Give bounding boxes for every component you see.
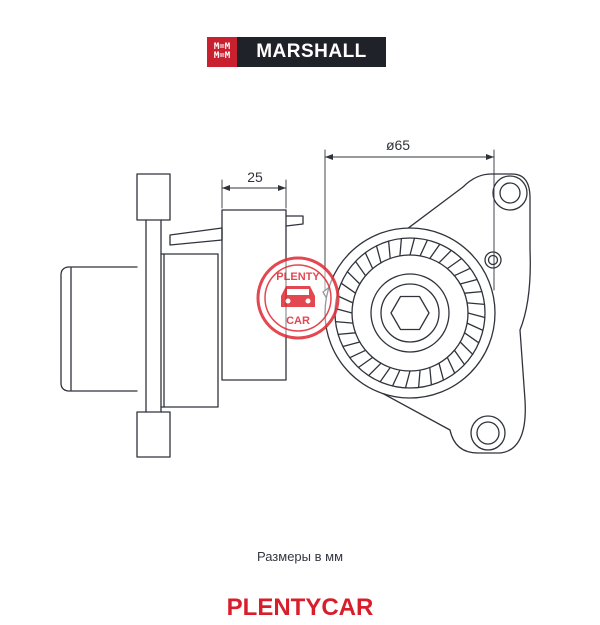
- pulley-rib: [349, 349, 367, 359]
- pulley-rib: [466, 302, 486, 306]
- logo-name: MARSHALL: [256, 41, 367, 62]
- top-mount-hole: [499, 182, 521, 204]
- center-hex-bolt: [390, 295, 430, 331]
- pulley-rib: [453, 349, 466, 366]
- pulley-rib: [364, 252, 374, 270]
- tensioner-bracket: [322, 173, 531, 454]
- pulley-rib: [399, 237, 403, 257]
- pulley-rib: [467, 312, 486, 319]
- side-top-bolt: [136, 173, 171, 221]
- dimension-diameter-label: ø65: [386, 137, 410, 153]
- pulley-rib: [463, 290, 483, 294]
- marshall-logo-mark: M=M M=M: [207, 37, 237, 67]
- dimension-arrows: [222, 154, 494, 191]
- brand-footer: PLENTYCAR: [226, 594, 374, 621]
- top-mount-boss: [492, 175, 528, 211]
- plentycar-watermark: PLENTY CAR: [256, 256, 340, 340]
- pulley-bearing-inner: [380, 283, 440, 343]
- logo-mark-bottom: M=M: [213, 51, 231, 61]
- pulley-rib: [463, 332, 480, 344]
- side-pin: [285, 215, 304, 227]
- pulley-rib: [417, 369, 421, 389]
- pulley-rib: [340, 282, 357, 294]
- pulley-hub-ring: [351, 254, 469, 372]
- pulley-rib: [334, 320, 354, 324]
- dimension-width-label: 25: [247, 169, 263, 185]
- watermark-bottom-text: CAR: [286, 315, 310, 327]
- pulley-rib: [346, 271, 361, 285]
- pulley-rib: [337, 332, 357, 336]
- pulley-rib: [375, 245, 382, 264]
- pulley-rib: [419, 239, 429, 257]
- pulley-rib: [438, 249, 452, 264]
- pulley-rib: [387, 240, 391, 260]
- dimensions-caption: Размеры в мм: [256, 549, 344, 564]
- pulley-rib: [404, 370, 411, 389]
- pulley-rib: [459, 278, 478, 285]
- pulley-rib: [446, 356, 456, 374]
- pulley-rib: [429, 243, 441, 260]
- pulley-rib: [446, 257, 463, 270]
- pulley-rib: [438, 362, 445, 381]
- logo-mark-top: M=M: [213, 42, 231, 52]
- pulley-outer-rim: [324, 227, 496, 399]
- pulley-bearing-outer: [370, 273, 450, 353]
- watermark-top-text: PLENTY: [276, 271, 320, 283]
- pulley-ribs: [334, 237, 486, 389]
- pulley-rib: [409, 237, 416, 256]
- pulley-rib: [453, 267, 471, 277]
- bottom-mount-boss: [470, 415, 506, 451]
- side-bottom-bolt: [136, 411, 171, 458]
- pulley-rib: [466, 322, 484, 332]
- pulley-rib: [429, 366, 433, 386]
- pulley-rib: [391, 369, 401, 387]
- pulley-rib: [357, 356, 374, 369]
- pointer-pin-inner: [487, 254, 499, 266]
- pulley-rib: [336, 294, 354, 304]
- pulley-rib: [379, 366, 391, 383]
- side-lever: [169, 227, 223, 246]
- pulley-rib: [354, 260, 367, 277]
- marshall-logo: M=M M=M MARSHALL: [207, 37, 386, 67]
- bottom-mount-hole: [476, 421, 500, 445]
- front-view: [322, 173, 531, 454]
- side-view: [60, 173, 304, 458]
- car-icon: [281, 286, 315, 307]
- side-left-cylinder: [60, 266, 138, 392]
- pointer-pin-outer: [484, 251, 502, 269]
- side-arm-plate: [160, 253, 219, 408]
- pulley-rib: [342, 341, 361, 348]
- pulley-rib: [459, 341, 474, 355]
- pulley-rib: [368, 362, 382, 377]
